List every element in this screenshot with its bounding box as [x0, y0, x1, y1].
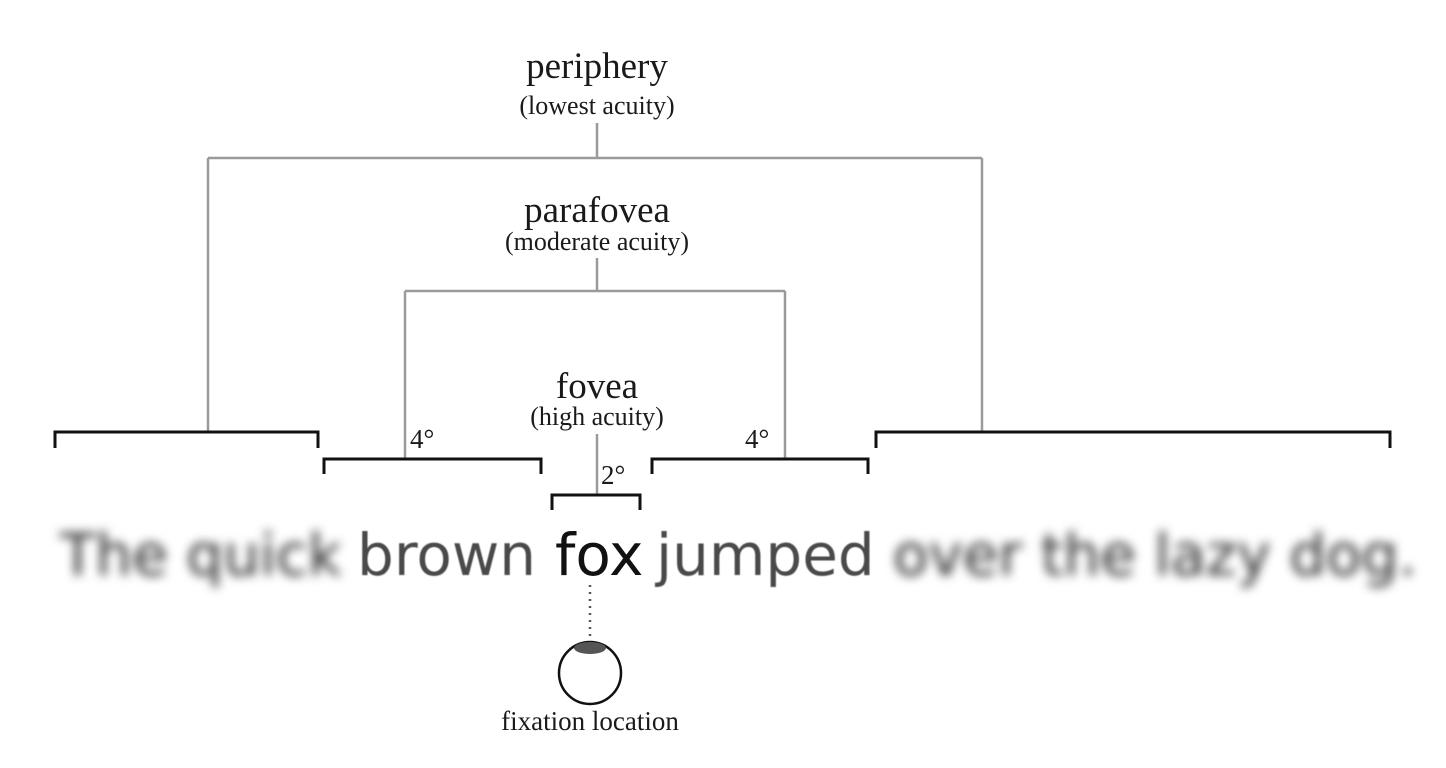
sentence-parafovea-left: brown: [357, 521, 537, 589]
parafovea-connector: [403, 258, 787, 458]
periphery-right-bracket: [874, 430, 1392, 448]
parafovea-title: parafovea: [524, 190, 670, 231]
sentence-parafovea-right: jumped: [656, 521, 875, 589]
parafovea-right-bracket: [650, 457, 870, 474]
fovea-angle: 2°: [601, 460, 626, 490]
fixation-location-label: fixation location: [501, 706, 679, 736]
sentence-periphery-left: The quick: [60, 521, 342, 589]
periphery-left-bracket: [53, 430, 320, 448]
right-parafovea-angle: 4°: [745, 424, 770, 454]
periphery-acuity: (lowest acuity): [519, 91, 675, 120]
sentence-periphery-right: over the lazy dog.: [893, 521, 1417, 589]
sentence-fixated-word: fox: [555, 521, 644, 589]
fovea-bracket: [550, 493, 642, 510]
fovea-acuity: (high acuity): [530, 402, 664, 431]
periphery-connector: [206, 123, 984, 432]
parafovea-acuity: (moderate acuity): [504, 227, 690, 256]
eye-icon: [557, 640, 623, 706]
periphery-title: periphery: [526, 46, 668, 87]
left-parafovea-angle: 4°: [410, 424, 435, 454]
fovea-title: fovea: [555, 366, 639, 407]
parafovea-left-bracket: [322, 457, 543, 474]
